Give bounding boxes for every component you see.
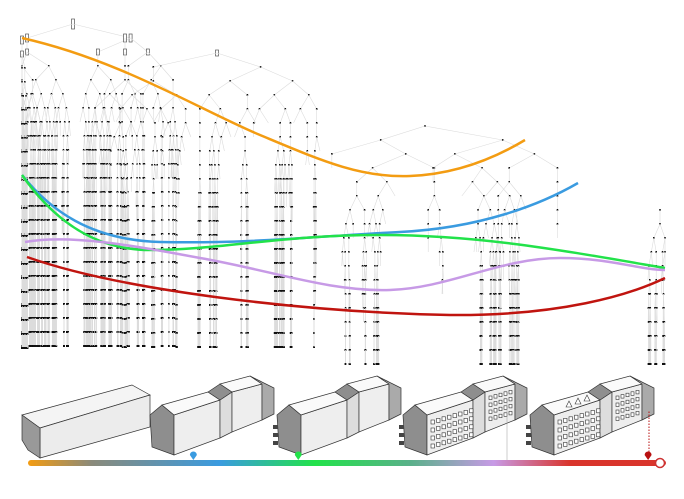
tree-edge — [30, 149, 33, 165]
tree-edge — [31, 107, 35, 123]
tree-edge — [35, 121, 38, 137]
tree-edge — [28, 93, 32, 109]
tree-edge — [36, 135, 39, 151]
tree-edge — [35, 135, 38, 151]
tree-edge — [36, 93, 42, 109]
tree-edge — [35, 79, 42, 95]
tree-edge — [26, 93, 31, 109]
tree-edge — [32, 93, 38, 109]
design-tree — [20, 18, 666, 365]
tree-edge — [31, 121, 34, 137]
tree-edge — [30, 93, 35, 109]
tree-edge — [30, 79, 37, 95]
tree-edge — [27, 135, 30, 151]
tree-edge — [21, 51, 28, 67]
tree-node — [34, 345, 37, 347]
tree-node — [25, 345, 28, 347]
tree-edge — [21, 65, 33, 81]
tree-edge — [26, 23, 74, 39]
tree-edge — [35, 65, 49, 81]
tree-node — [38, 345, 41, 347]
tree-edge — [31, 135, 34, 151]
tree-edge — [26, 51, 49, 67]
tree-edge — [33, 135, 36, 151]
tree-edge — [29, 107, 33, 123]
